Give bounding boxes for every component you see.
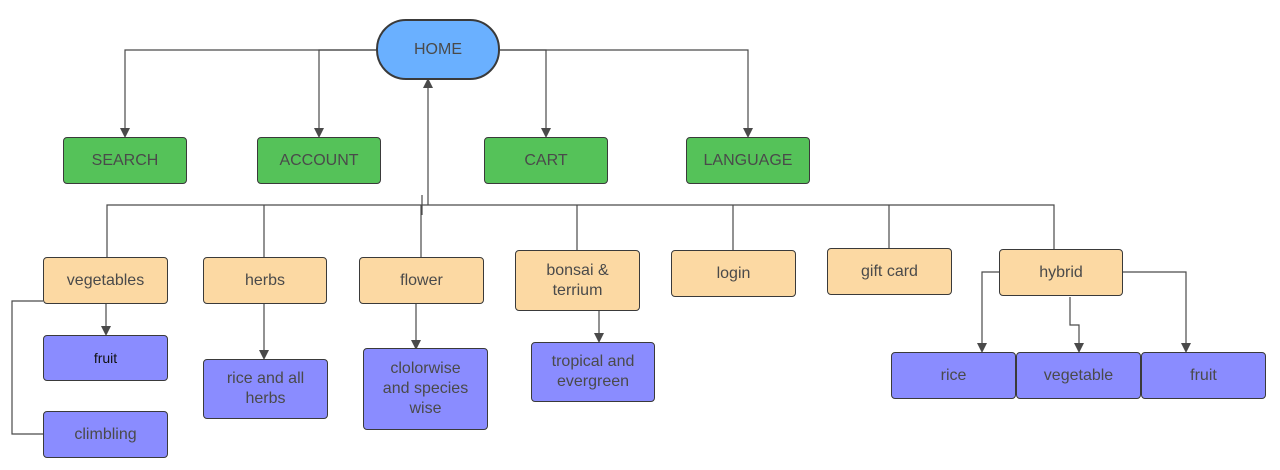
edge-hybrid-rice [977,271,999,353]
subcategory-tropical-evergreen[interactable]: tropical and evergreen [531,342,655,402]
home-node[interactable]: HOME [376,19,500,80]
edge-vegetables-climbling [11,300,43,435]
category-hybrid[interactable]: hybrid [999,249,1123,296]
edge-hybrid-fruit [1122,271,1191,353]
subcategory-vegetable[interactable]: vegetable [1016,352,1141,399]
category-gift-card[interactable]: gift card [827,248,952,295]
subcategory-fruit[interactable]: fruit [43,335,168,381]
subcategory-rice-and-all-herbs[interactable]: rice and all herbs [203,359,328,419]
search-node[interactable]: SEARCH [63,137,187,184]
category-herbs[interactable]: herbs [203,257,327,304]
category-vegetables[interactable]: vegetables [43,257,168,304]
edge-home-account [314,49,376,138]
subcategory-climbling[interactable]: climbling [43,411,168,458]
category-bonsai[interactable]: bonsai & terrium [515,250,640,311]
account-node[interactable]: ACCOUNT [257,137,381,184]
category-bus [106,204,1055,257]
edge-home-search [120,49,376,138]
subcategory-hybrid-fruit[interactable]: fruit [1141,352,1266,399]
category-flower[interactable]: flower [359,257,484,304]
cart-node[interactable]: CART [484,137,608,184]
category-login[interactable]: login [671,250,796,297]
subcategory-rice[interactable]: rice [891,352,1016,399]
subcategory-clolorwise[interactable]: clolorwise and species wise [363,348,488,430]
edge-home-cart [500,49,551,138]
language-node[interactable]: LANGUAGE [686,137,810,184]
edge-hybrid-vegetable [1069,297,1084,353]
edge-home-language [500,49,753,138]
